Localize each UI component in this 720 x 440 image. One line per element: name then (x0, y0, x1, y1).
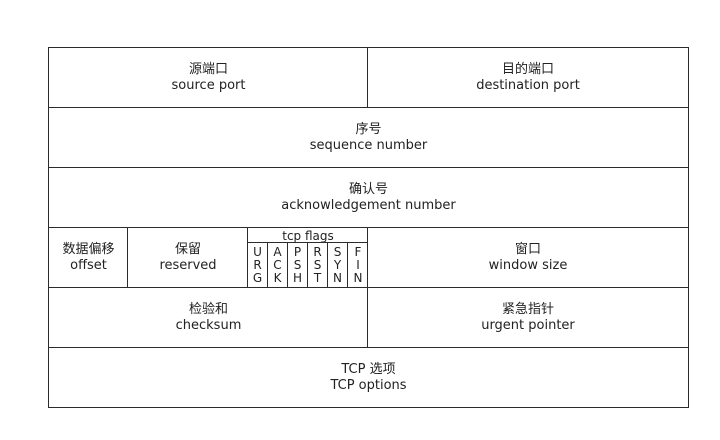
flag-rst-letter-3: T (313, 270, 322, 285)
ack-number-label-en: acknowledgement number (281, 197, 456, 213)
reserved-field: 保留 reserved (127, 227, 249, 288)
checksum-field: 检验和 checksum (48, 287, 369, 348)
flag-syn-letter-1: S (333, 244, 342, 259)
flag-fin-letter-3: N (353, 270, 363, 285)
window-size-label-zh: 窗口 (514, 241, 541, 257)
flag-fin-letter-1: F (354, 244, 362, 259)
flag-fin: F I N (347, 242, 369, 288)
ack-number-label-zh: 确认号 (348, 181, 388, 197)
flag-ack-letter-1: A (273, 244, 282, 259)
flag-psh: P S H (287, 242, 308, 288)
tcp-options-field: TCP 选项 TCP options (48, 347, 689, 408)
checksum-label-en: checksum (175, 317, 242, 333)
offset-label-en: offset (70, 257, 107, 273)
destination-port-label-en: destination port (476, 77, 580, 93)
source-port-label-zh: 源端口 (188, 61, 228, 77)
flag-rst-letter-1: R (313, 244, 322, 259)
window-size-label-en: window size (488, 257, 568, 273)
flag-ack-letter-2: C (273, 257, 282, 272)
flag-ack-letter-3: K (273, 270, 282, 285)
sequence-number-label-en: sequence number (309, 137, 428, 153)
flag-psh-letter-2: S (293, 257, 302, 272)
flag-rst: R S T (307, 242, 328, 288)
flag-rst-letter-2: S (313, 257, 322, 272)
ack-number-field: 确认号 acknowledgement number (48, 167, 689, 228)
tcp-options-label-zh: TCP 选项 (341, 361, 396, 377)
checksum-label-zh: 检验和 (188, 301, 228, 317)
flag-urg-letter-1: U (253, 244, 262, 259)
flag-syn-letter-3: N (333, 270, 342, 285)
window-size-field: 窗口 window size (367, 227, 689, 288)
flag-urg-letter-3: G (252, 270, 263, 285)
reserved-label-zh: 保留 (174, 241, 201, 257)
flag-psh-letter-3: H (292, 270, 303, 285)
flag-fin-letter-2: I (356, 257, 360, 272)
offset-field: 数据偏移 offset (48, 227, 129, 288)
flag-urg: U R G (247, 242, 268, 288)
destination-port-label-zh: 目的端口 (501, 61, 554, 77)
sequence-number-field: 序号 sequence number (48, 107, 689, 168)
tcp-flags-title-text: tcp flags (282, 228, 334, 243)
flag-syn: S Y N (327, 242, 348, 288)
tcp-options-label-en: TCP options (330, 377, 407, 393)
source-port-label-en: source port (171, 77, 246, 93)
urgent-pointer-label-en: urgent pointer (481, 317, 575, 333)
flag-psh-letter-1: P (293, 244, 302, 259)
destination-port-field: 目的端口 destination port (367, 47, 689, 108)
flag-syn-letter-2: Y (333, 257, 342, 272)
sequence-number-label-zh: 序号 (355, 121, 382, 137)
flag-urg-letter-2: R (253, 257, 262, 272)
urgent-pointer-label-zh: 紧急指针 (501, 301, 554, 317)
offset-label-zh: 数据偏移 (62, 241, 115, 257)
flag-ack: A C K (267, 242, 288, 288)
reserved-label-en: reserved (159, 257, 217, 273)
urgent-pointer-field: 紧急指针 urgent pointer (367, 287, 689, 348)
source-port-field: 源端口 source port (48, 47, 369, 108)
